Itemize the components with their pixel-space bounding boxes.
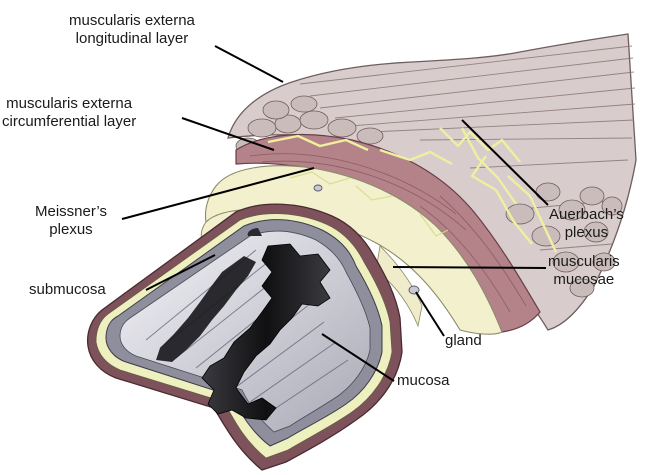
- label-muscularis-mucosae: muscularis mucosae: [548, 253, 620, 289]
- leader-muscularis-mucosae: [393, 267, 546, 268]
- leader-longitudinal: [215, 46, 283, 82]
- label-line: muscularis: [548, 253, 620, 271]
- label-line: plexus: [35, 221, 107, 239]
- label-text: gland: [445, 332, 482, 349]
- label-line: mucosae: [548, 271, 620, 289]
- label-gland: gland: [445, 332, 482, 350]
- label-mucosa: mucosa: [397, 372, 450, 390]
- label-line: longitudinal layer: [69, 30, 195, 48]
- label-line: muscularis externa: [2, 95, 136, 113]
- label-line: Meissner’s: [35, 203, 107, 221]
- label-line: circumferential layer: [2, 113, 136, 131]
- label-text: mucosa: [397, 372, 450, 389]
- label-line: plexus: [549, 224, 624, 242]
- label-submucosa: submucosa: [29, 281, 106, 299]
- label-meissners-plexus: Meissner’s plexus: [35, 203, 107, 239]
- label-text: submucosa: [29, 281, 106, 298]
- mucosa-tube: [88, 204, 402, 470]
- label-line: muscularis externa: [69, 12, 195, 30]
- label-auerbachs-plexus: Auerbach’s plexus: [549, 206, 624, 242]
- label-muscularis-externa-circumferential-layer: muscularis externa circumferential layer: [2, 95, 136, 131]
- label-line: Auerbach’s: [549, 206, 624, 224]
- label-muscularis-externa-longitudinal-layer: muscularis externa longitudinal layer: [69, 12, 195, 48]
